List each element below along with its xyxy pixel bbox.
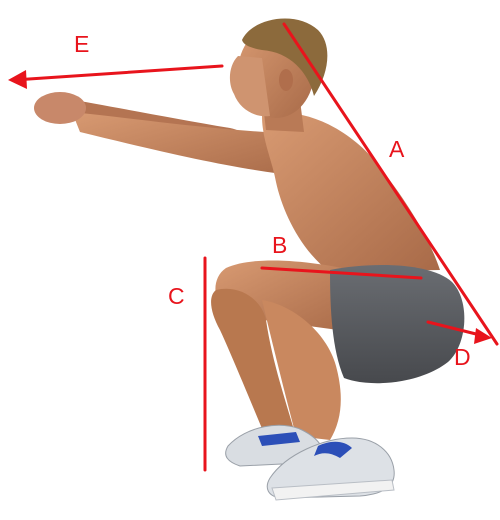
label-c: C bbox=[168, 283, 185, 309]
back-shoe-accent bbox=[258, 432, 300, 446]
shin bbox=[211, 288, 294, 438]
annotations bbox=[12, 22, 499, 472]
label-d: D bbox=[454, 344, 471, 370]
arrow-right-icon bbox=[474, 328, 492, 344]
man-figure bbox=[34, 18, 465, 501]
line-e bbox=[12, 64, 224, 82]
torso bbox=[262, 112, 440, 272]
arrowheads bbox=[8, 70, 492, 344]
hands bbox=[34, 92, 86, 124]
label-a: A bbox=[389, 136, 405, 162]
face bbox=[229, 56, 270, 117]
line-a bbox=[282, 22, 499, 346]
calf bbox=[262, 300, 341, 440]
near-arm bbox=[72, 112, 309, 176]
hair bbox=[242, 18, 328, 96]
front-shoe-sole bbox=[271, 479, 395, 501]
arrow-left-icon bbox=[8, 70, 27, 89]
line-b bbox=[260, 266, 423, 280]
label-e: E bbox=[74, 31, 90, 57]
label-b: B bbox=[272, 232, 288, 258]
line-d bbox=[426, 320, 486, 338]
shorts bbox=[330, 265, 465, 384]
ear bbox=[279, 69, 293, 91]
front-shoe-accent bbox=[314, 441, 352, 458]
